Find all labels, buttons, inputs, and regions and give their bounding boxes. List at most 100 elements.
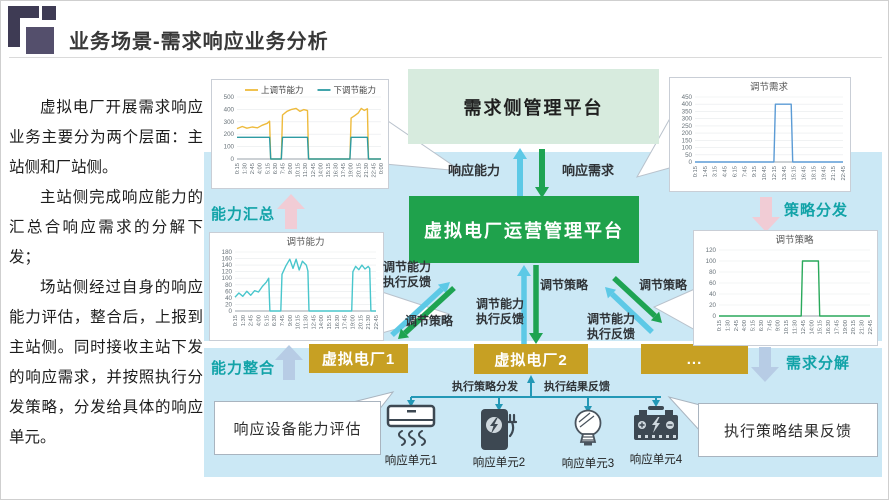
- svg-text:0:15: 0:15: [233, 315, 239, 326]
- description-text: 虚拟电厂开展需求响应业务主要分为两个层面：主站侧和厂站侧。 主站侧完成响应能力的…: [9, 93, 203, 453]
- svg-text:450: 450: [682, 94, 693, 101]
- light-bulb-icon: [574, 409, 602, 446]
- svg-text:12:45: 12:45: [801, 320, 807, 335]
- ev-charger-icon: [481, 409, 518, 450]
- svg-text:7:45: 7:45: [767, 320, 773, 331]
- svg-text:60: 60: [225, 288, 232, 295]
- svg-text:12:45: 12:45: [311, 315, 317, 330]
- svg-text:10:45: 10:45: [762, 166, 768, 181]
- svg-text:1:30: 1:30: [725, 320, 731, 331]
- svg-text:19:45: 19:45: [821, 166, 827, 181]
- svg-text:调节策略: 调节策略: [775, 234, 814, 246]
- svg-text:20: 20: [709, 302, 716, 309]
- svg-text:4:00: 4:00: [258, 163, 264, 174]
- svg-text:3:15: 3:15: [713, 166, 719, 177]
- svg-text:1:45: 1:45: [703, 166, 709, 177]
- svg-text:19:00: 19:00: [843, 320, 849, 335]
- device-capability-evaluation-callout: 响应设备能力评估: [214, 401, 381, 455]
- svg-text:300: 300: [224, 119, 235, 126]
- label-response-capability: 响应能力: [448, 163, 501, 178]
- svg-text:50: 50: [685, 152, 692, 159]
- svg-text:20:15: 20:15: [851, 320, 857, 335]
- svg-text:150: 150: [682, 137, 693, 144]
- svg-text:4:00: 4:00: [257, 315, 263, 326]
- svg-text:14:00: 14:00: [809, 320, 815, 335]
- svg-text:16:45: 16:45: [802, 166, 808, 181]
- svg-text:200: 200: [682, 130, 693, 137]
- svg-text:400: 400: [224, 106, 235, 113]
- label-strategy-right: 调节策略: [639, 278, 688, 292]
- label-feedback-mid-line2: 执行反馈: [475, 312, 524, 326]
- svg-text:80: 80: [709, 269, 716, 276]
- svg-text:21:15: 21:15: [831, 166, 837, 181]
- label-feedback-right: 调节能力 执行反馈: [582, 312, 640, 342]
- svg-text:6:30: 6:30: [272, 315, 278, 326]
- svg-text:0: 0: [689, 159, 693, 166]
- svg-text:15:15: 15:15: [326, 163, 332, 178]
- svg-text:调节能力: 调节能力: [286, 236, 324, 248]
- unit1-label: 响应单元1: [384, 455, 438, 467]
- svg-text:下调节能力: 下调节能力: [334, 85, 377, 95]
- paragraph-3: 场站侧经过自身的响应能力评估，整合后，上报到主站侧。同时接收主站下发的响应需求，…: [9, 279, 203, 446]
- svg-text:18:15: 18:15: [811, 166, 817, 181]
- logo-square-big: [26, 27, 54, 54]
- label-feedback-left: 调节能力 执行反馈: [378, 260, 436, 290]
- svg-text:4:45: 4:45: [723, 166, 729, 177]
- svg-text:40: 40: [709, 291, 716, 298]
- svg-text:10:15: 10:15: [296, 315, 302, 330]
- svg-text:12:15: 12:15: [772, 166, 778, 181]
- label-feedback-right-line2: 执行反馈: [586, 327, 635, 341]
- svg-text:1:30: 1:30: [241, 315, 247, 326]
- svg-text:2:45: 2:45: [249, 315, 255, 326]
- svg-text:6:30: 6:30: [273, 163, 279, 174]
- svg-text:13:45: 13:45: [782, 166, 788, 181]
- svg-text:调节需求: 调节需求: [750, 81, 789, 93]
- svg-text:9:00: 9:00: [288, 315, 294, 326]
- svg-text:7:45: 7:45: [280, 163, 286, 174]
- svg-text:4:00: 4:00: [742, 320, 748, 331]
- svg-text:22:45: 22:45: [868, 320, 874, 335]
- svg-text:400: 400: [682, 101, 693, 108]
- svg-text:100: 100: [706, 258, 717, 265]
- svg-text:2:45: 2:45: [250, 163, 256, 174]
- svg-text:120: 120: [222, 269, 233, 276]
- label-feedback-right-line1: 调节能力: [586, 312, 635, 326]
- svg-text:100: 100: [222, 275, 233, 282]
- svg-text:100: 100: [682, 145, 693, 152]
- svg-text:0: 0: [229, 308, 233, 315]
- svg-text:5:15: 5:15: [265, 163, 271, 174]
- svg-text:140: 140: [222, 262, 233, 269]
- svg-text:10:15: 10:15: [784, 320, 790, 335]
- paragraph-1: 虚拟电厂开展需求响应业务主要分为两个层面：主站侧和厂站侧。: [9, 99, 203, 176]
- svg-text:15:15: 15:15: [792, 166, 798, 181]
- svg-text:21:30: 21:30: [366, 315, 372, 330]
- svg-text:100: 100: [224, 144, 235, 151]
- svg-text:5:15: 5:15: [264, 315, 270, 326]
- vpp-more-box: ...: [641, 344, 748, 374]
- svg-text:180: 180: [222, 249, 233, 256]
- page-title: 业务场景-需求响应业务分析: [69, 31, 329, 53]
- svg-text:0:15: 0:15: [717, 320, 723, 331]
- vpp-operation-platform-box: 虚拟电厂运营管理平台: [409, 196, 639, 263]
- vpp1-box: 虚拟电厂1: [309, 344, 408, 373]
- svg-text:0: 0: [231, 156, 235, 163]
- svg-text:14:00: 14:00: [318, 163, 324, 178]
- svg-text:15:15: 15:15: [327, 315, 333, 330]
- svg-text:22:45: 22:45: [371, 163, 377, 178]
- svg-text:250: 250: [682, 123, 693, 130]
- svg-text:22:45: 22:45: [374, 315, 380, 330]
- svg-text:9:00: 9:00: [288, 163, 294, 174]
- svg-text:20:15: 20:15: [356, 163, 362, 178]
- label-response-demand: 响应需求: [562, 163, 615, 178]
- svg-text:300: 300: [682, 116, 693, 123]
- svg-text:20:15: 20:15: [358, 315, 364, 330]
- svg-text:5:15: 5:15: [751, 320, 757, 331]
- svg-text:500: 500: [224, 94, 235, 101]
- svg-text:7:45: 7:45: [280, 315, 286, 326]
- svg-text:15:15: 15:15: [818, 320, 824, 335]
- svg-text:20: 20: [225, 301, 232, 308]
- header-divider: [9, 57, 882, 58]
- svg-text:上调节能力: 上调节能力: [261, 85, 304, 95]
